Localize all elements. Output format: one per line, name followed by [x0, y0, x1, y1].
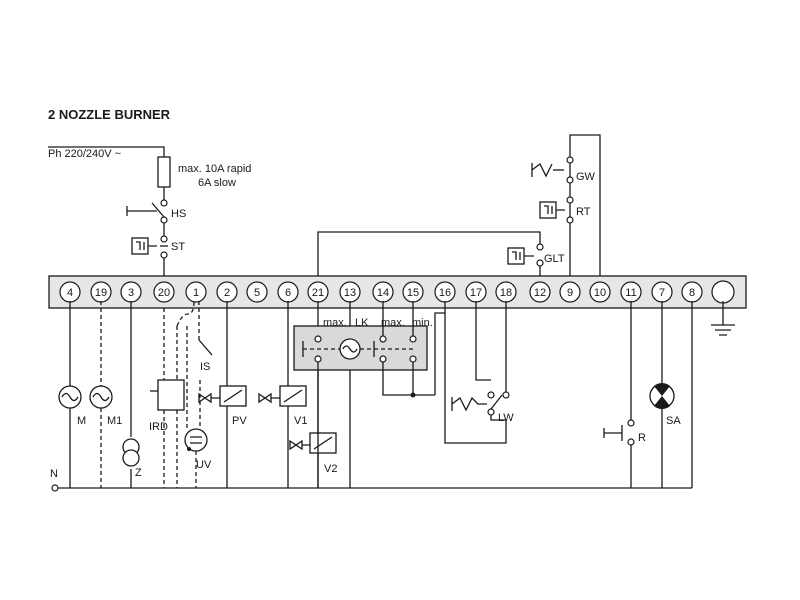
lk-contact-1 [314, 335, 322, 343]
terminal-label-15: 15 [407, 287, 419, 299]
neutral-label: N [50, 468, 58, 480]
terminal-earth [711, 280, 735, 304]
fuse-rating-slow: 6A slow [198, 177, 236, 189]
glt-supply-line [317, 231, 541, 283]
terminal-label-5: 5 [254, 287, 260, 299]
hs-contact-bottom [160, 216, 168, 224]
earth-ground-icon [711, 324, 735, 336]
terminal-label-14: 14 [377, 287, 389, 299]
ignition-transformer-z-label: Z [135, 467, 142, 479]
terminal-label-12: 12 [534, 287, 546, 299]
rt-contact-top [566, 196, 574, 204]
diagram-title: 2 NOZZLE BURNER [48, 107, 171, 122]
gw-contact-bottom [566, 176, 574, 184]
terminal-label-20: 20 [158, 287, 170, 299]
pv-valve-icon [198, 392, 220, 404]
sa-label: SA [666, 415, 681, 427]
r-reset-button-icon [603, 425, 623, 441]
terminal-label-1: 1 [193, 287, 199, 299]
neutral-terminal [51, 484, 59, 492]
terminal-label-13: 13 [344, 287, 356, 299]
is-switch-blade [198, 339, 213, 356]
terminal-20 [153, 281, 175, 303]
rt-label: RT [576, 206, 591, 218]
fuse [157, 156, 171, 188]
gw-label: GW [576, 171, 596, 183]
fuse-rating-rapid: max. 10A rapid [178, 163, 251, 175]
terminal-label-18: 18 [500, 287, 512, 299]
gw-supply-line [569, 134, 601, 283]
terminal-label-3: 3 [128, 287, 134, 299]
lk-max-left-label: max. [323, 317, 347, 329]
ird-label: IRD [149, 421, 168, 433]
glt-contact-bottom [536, 259, 544, 267]
terminal-10 [589, 281, 611, 303]
lw-switch-icon [451, 396, 487, 412]
hs-actuator-icon [126, 206, 157, 216]
is-label: IS [200, 361, 210, 373]
lw-label: LW [498, 412, 514, 424]
motor-m-label: M [77, 415, 86, 427]
lk-label: LK [355, 317, 369, 329]
terminal-9 [559, 281, 581, 303]
ird-detector-icon [157, 379, 185, 411]
lk-contact-3 [409, 335, 417, 343]
terminal-label-19: 19 [95, 287, 107, 299]
phase-supply-label: Ph 220/240V ~ [48, 148, 121, 160]
lk-max-right-label: max. [381, 317, 405, 329]
lk-min-label: min. [412, 317, 433, 329]
terminal-5 [246, 281, 268, 303]
lk-contact-2 [379, 335, 387, 343]
v1-label: V1 [294, 415, 307, 427]
st-label: ST [171, 241, 185, 253]
terminal-label-17: 17 [470, 287, 482, 299]
hs-contact-top [160, 199, 168, 207]
v2-valve-icon [289, 439, 310, 451]
hs-switch-blade [151, 202, 165, 218]
rt-contact-bottom [566, 216, 574, 224]
terminal-label-7: 7 [659, 287, 665, 299]
uv-label: UV [196, 459, 212, 471]
pv-label: PV [232, 415, 247, 427]
lw-contact-a [487, 391, 495, 399]
st-contact-bottom [160, 251, 168, 259]
terminal-label-21: 21 [312, 287, 324, 299]
r-label: R [638, 432, 646, 444]
lw-contact-b [487, 408, 495, 416]
v2-label: V2 [324, 463, 337, 475]
terminal-label-9: 9 [567, 287, 573, 299]
glt-contact-top [536, 243, 544, 251]
glt-label: GLT [544, 253, 565, 265]
terminal-label-16: 16 [439, 287, 451, 299]
r-contact-top [627, 419, 635, 427]
terminal-label-10: 10 [594, 287, 606, 299]
motor-m1-label: M1 [107, 415, 122, 427]
terminal-label-4: 4 [67, 287, 73, 299]
gw-pressure-switch-icon [531, 163, 553, 178]
terminal-1 [185, 281, 207, 303]
terminal-label-11: 11 [625, 287, 636, 299]
st-contact-top [160, 235, 168, 243]
terminal-12 [529, 281, 551, 303]
hs-label: HS [171, 208, 186, 220]
phase-supply-line [48, 146, 165, 157]
v1-valve-icon [258, 392, 280, 404]
terminal-label-6: 6 [285, 287, 291, 299]
terminal-label-8: 8 [689, 287, 695, 299]
terminal-label-2: 2 [224, 287, 230, 299]
gw-contact-top [566, 156, 574, 164]
